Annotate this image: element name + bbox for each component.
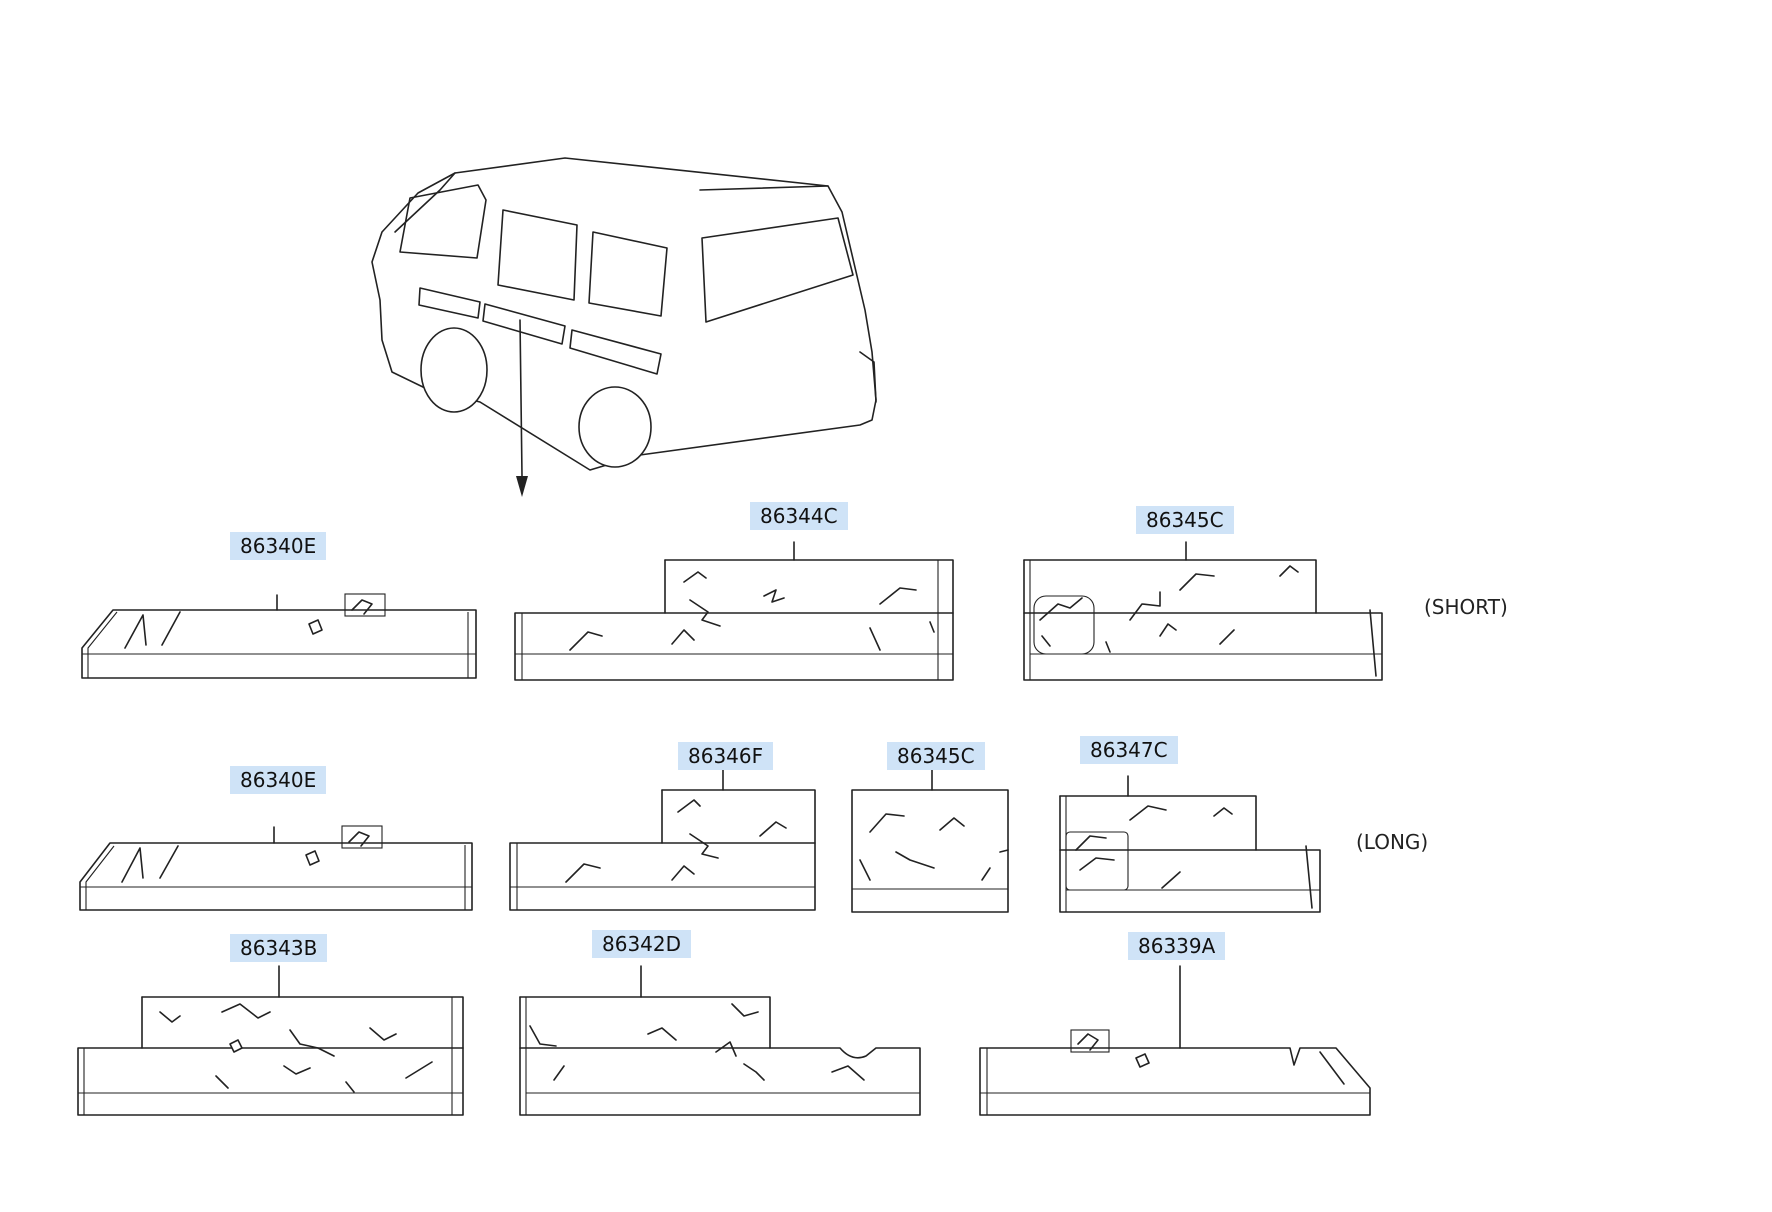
strip-86339A — [979, 965, 1371, 1116]
strip-86340E-short — [81, 593, 477, 679]
strip-86344C-short — [514, 541, 954, 681]
variant-label-long: (LONG) — [1356, 830, 1429, 854]
callout-86345C-long[interactable]: 86345C — [887, 742, 985, 770]
strip-86340E-long — [79, 825, 473, 911]
strip-86345C-short — [1023, 541, 1383, 681]
strip-86343B — [77, 965, 464, 1116]
strip-86346F-long — [509, 769, 816, 911]
callout-86347C-long[interactable]: 86347C — [1080, 736, 1178, 764]
callout-86340E-short[interactable]: 86340E — [230, 532, 327, 560]
callout-86339A[interactable]: 86339A — [1128, 932, 1226, 960]
callout-86340E-long[interactable]: 86340E — [230, 766, 327, 794]
strip-86342D — [519, 965, 921, 1116]
callout-86345C-short[interactable]: 86345C — [1136, 506, 1234, 534]
callout-86343B[interactable]: 86343B — [230, 934, 328, 962]
strip-86347C-long — [1059, 775, 1321, 913]
van-illustration — [371, 157, 877, 497]
strip-86345C-long — [851, 769, 1009, 913]
callout-86346F-long[interactable]: 86346F — [678, 742, 774, 770]
callout-86342D[interactable]: 86342D — [592, 930, 692, 958]
variant-label-short: (SHORT) — [1424, 595, 1508, 619]
callout-86344C-short[interactable]: 86344C — [750, 502, 848, 530]
